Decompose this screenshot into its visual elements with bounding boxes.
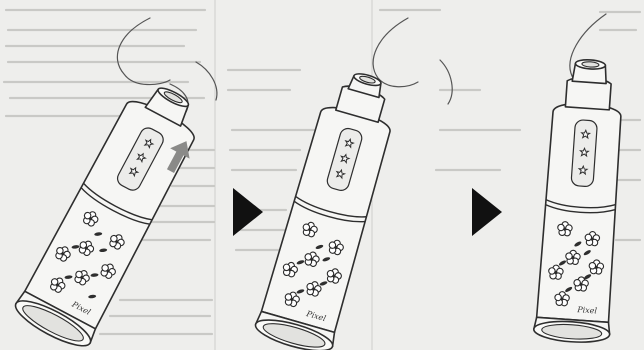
play-triangle-icon: [233, 188, 263, 236]
play-triangle-icon: [472, 188, 502, 236]
step-2-device: Pixel: [253, 18, 453, 350]
step-3-device: Pixel: [533, 14, 629, 344]
step-3-brand-text: Pixel: [576, 305, 598, 315]
